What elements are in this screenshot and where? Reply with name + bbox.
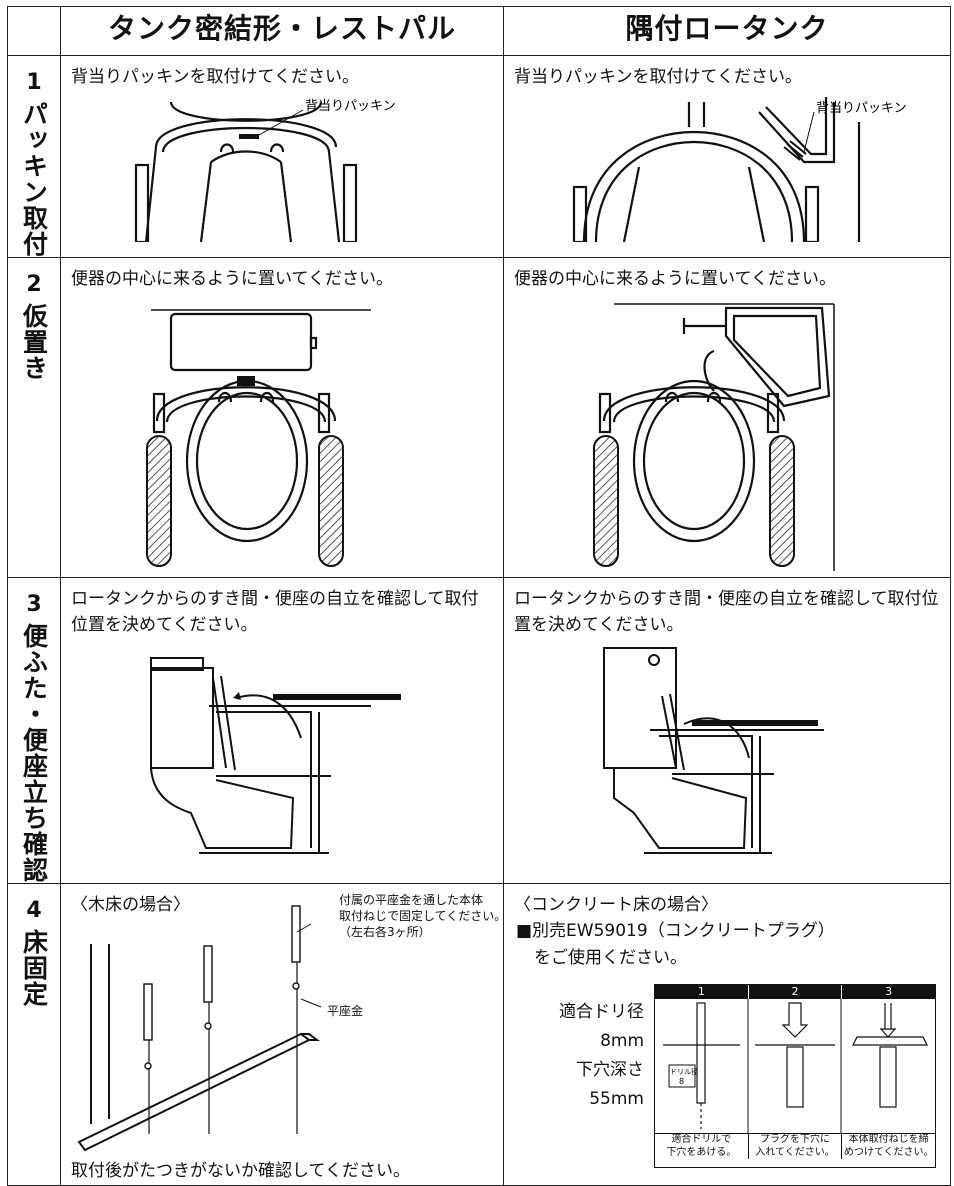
plug-steps-header: 1 2 3	[655, 985, 935, 999]
instruction-text: 便器の中心に来るように置いてください。	[71, 269, 393, 289]
instruction-text: 背当りパッキンを取付けてください。	[71, 67, 359, 87]
step3-left-cell: ロータンクからのすき間・便座の自立を確認して取付位置を決めてください。	[60, 577, 504, 884]
washer-label: 平座金	[327, 1004, 364, 1018]
wood-floor-footer: 取付後がたつきがないか確認してください。	[71, 1161, 410, 1181]
corner-cell	[7, 6, 61, 56]
drill-label: 適合ドリ径	[559, 1002, 644, 1022]
plug-steps-illustration: ドリル径 8	[663, 999, 928, 1133]
depth-value: 55mm	[589, 1088, 644, 1109]
instruction-sheet: タンク密結形・レストパル 隅付ロータンク 1 パッキン取付 背当りパッキンを取付…	[7, 6, 951, 1186]
plug-steps-panel: 1 2 3	[654, 984, 936, 1168]
panel-number-3: 3	[841, 985, 935, 999]
step-number: 4	[26, 898, 42, 923]
step-title: 仮置き	[19, 303, 49, 381]
installation-table: タンク密結形・レストパル 隅付ロータンク 1 パッキン取付 背当りパッキンを取付…	[7, 6, 951, 1186]
step-title: 便ふた・便座立ち確認	[19, 623, 49, 883]
step4-right-cell: 〈コンクリート床の場合〉 ■別売EW59019（コンクリートプラグ） をご使用く…	[503, 883, 951, 1186]
step1-left-cell: 背当りパッキンを取付けてください。 背当りパッキン	[60, 55, 504, 258]
step-number: 2	[26, 272, 42, 297]
drill-tag: ドリル径	[670, 1067, 698, 1076]
header-row: タンク密結形・レストパル 隅付ロータンク	[7, 6, 951, 56]
drill-value: 8mm	[600, 1030, 644, 1051]
screw-note-line-2: 取付ねじで固定してください。	[339, 909, 507, 924]
step-label-2: 2 仮置き	[7, 257, 61, 578]
caption-line: プラグを下穴に	[760, 1134, 830, 1145]
step-title: パッキン取付	[19, 101, 49, 257]
instruction-text: 背当りパッキンを取付けてください。	[514, 67, 802, 87]
step-title: 床固定	[19, 929, 49, 1007]
step-row-4: 4 床固定 〈木床の場合〉	[7, 883, 951, 1186]
wood-floor-illustration	[77, 905, 322, 1152]
seat-packing-illustration: 背当りパッキン	[134, 99, 396, 242]
concrete-note: ■別売EW59019（コンクリートプラグ） をご使用ください。	[516, 918, 835, 972]
screw-note: 付属の平座金を通した本体 取付ねじで固定してください。 （左右各3ヶ所）	[339, 892, 506, 941]
step-label-4: 4 床固定	[7, 883, 61, 1186]
step-label-1: 1 パッキン取付	[7, 55, 61, 258]
drill-spec: 適合ドリ径 8mm 下穴深さ 55mm	[534, 998, 644, 1114]
corner-tank-top-view	[593, 303, 835, 571]
drill-tag-value: 8	[679, 1077, 684, 1086]
corner-packing-illustration: 背当りパッキン	[572, 97, 907, 242]
step2-right-cell: 便器の中心に来るように置いてください。	[503, 257, 951, 578]
screw-note-line-1: 付属の平座金を通した本体	[339, 893, 484, 907]
corner-tank-side-view	[603, 647, 824, 854]
column-header-right: 隅付ロータンク	[503, 6, 951, 56]
instruction-text: ロータンクからのすき間・便座の自立を確認して取付位置を決めてください。	[71, 589, 479, 636]
step-row-3: 3 便ふた・便座立ち確認 ロータンクからのすき間・便座の自立を確認して取付位置を…	[7, 577, 951, 884]
step-row-1: 1 パッキン取付 背当りパッキンを取付けてください。 背	[7, 55, 951, 258]
caption-line: 入れてください。	[755, 1146, 835, 1158]
caption-line: 適合ドリルで	[671, 1134, 732, 1145]
packing-label: 背当りパッキン	[305, 99, 396, 114]
packing-label: 背当りパッキン	[816, 101, 907, 116]
step4-left-cell: 〈木床の場合〉	[60, 883, 506, 1186]
step-row-2: 2 仮置き 便器の中心に来るように置いてください。	[7, 257, 951, 578]
step-label-3: 3 便ふた・便座立ち確認	[7, 577, 61, 884]
step3-right-cell: ロータンクからのすき間・便座の自立を確認して取付位置を決めてください。	[503, 577, 951, 884]
depth-label: 下穴深さ	[576, 1059, 644, 1080]
panel-caption-2: プラグを下穴に 入れてください。	[747, 1134, 842, 1159]
wood-floor-heading: 〈木床の場合〉	[71, 895, 190, 915]
panel-caption-1: 適合ドリルで 下穴をあける。	[655, 1134, 748, 1159]
tank-toilet-side-view	[150, 657, 401, 854]
tank-toilet-top-view	[146, 309, 371, 567]
step-number: 1	[26, 70, 42, 95]
panel-caption-3: 本体取付ねじを締 めつけてください。	[841, 1134, 935, 1159]
step2-left-cell: 便器の中心に来るように置いてください。	[60, 257, 504, 578]
column-header-left: タンク密結形・レストパル	[60, 6, 504, 56]
step-number: 3	[26, 592, 42, 617]
panel-number-1: 1	[697, 985, 705, 998]
instruction-text: ロータンクからのすき間・便座の自立を確認して取付位置を決めてください。	[514, 589, 939, 636]
step1-right-cell: 背当りパッキンを取付けてください。	[503, 55, 951, 258]
concrete-note-line-2: をご使用ください。	[534, 948, 687, 969]
instruction-text: 便器の中心に来るように置いてください。	[514, 269, 836, 289]
caption-line: 下穴をあける。	[666, 1146, 737, 1158]
concrete-floor-heading: 〈コンクリート床の場合〉	[514, 895, 718, 915]
plug-steps-captions: 適合ドリルで 下穴をあける。 プラグを下穴に 入れてください。 本体取付ねじを締…	[655, 1133, 935, 1159]
concrete-note-line-1: ■別売EW59019（コンクリートプラグ）	[516, 921, 835, 941]
caption-line: 本体取付ねじを締	[848, 1134, 929, 1145]
panel-number-2: 2	[747, 985, 842, 999]
screw-note-line-3: （左右各3ヶ所）	[339, 925, 431, 940]
caption-line: めつけてください。	[843, 1146, 934, 1158]
